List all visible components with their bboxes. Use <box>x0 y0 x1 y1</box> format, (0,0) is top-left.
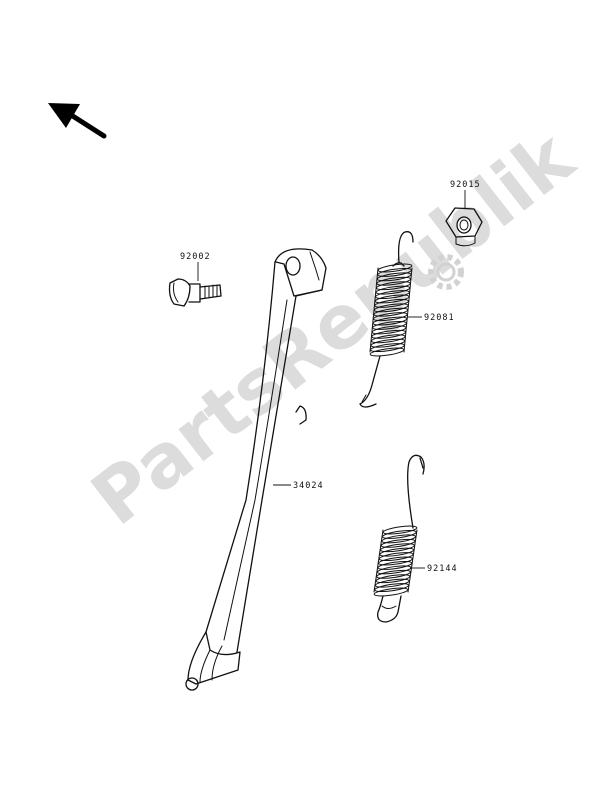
spring-icon-upper <box>359 231 414 408</box>
spring-coil <box>376 569 411 579</box>
spring-edge <box>369 267 379 353</box>
part-number-92002: 92002 <box>180 252 211 262</box>
spring-coil <box>380 538 416 548</box>
watermark: PartsRepublik <box>76 114 590 542</box>
spring-coil <box>380 543 415 553</box>
part-number-92015: 92015 <box>450 180 481 190</box>
spring-coil <box>374 578 410 588</box>
spring-coil <box>373 587 409 597</box>
spring-coil <box>378 556 413 566</box>
spring-coil <box>381 534 417 544</box>
spring-icon-lower <box>373 454 425 623</box>
part-number-34024: 34024 <box>293 481 324 491</box>
spring-edge <box>373 529 384 593</box>
spring-coil <box>375 574 411 584</box>
spring-coil <box>382 529 417 539</box>
spring-coil <box>377 560 413 570</box>
bolt-icon <box>168 278 222 307</box>
nut-icon <box>445 207 483 247</box>
part-number-92081: 92081 <box>424 313 455 323</box>
part-number-92144: 92144 <box>427 564 458 574</box>
front-direction-arrow-icon <box>48 103 107 139</box>
spring-coil <box>382 525 418 535</box>
side-stand-icon <box>185 248 327 691</box>
spring-coil <box>378 552 414 562</box>
spring-coil <box>376 565 412 575</box>
spring-edge <box>407 529 418 593</box>
watermark-gear-icon <box>428 254 464 290</box>
watermark-text: PartsRepublik <box>76 114 590 542</box>
spring-coil <box>374 583 409 593</box>
spring-edge <box>403 267 413 353</box>
spring-coil <box>379 547 415 557</box>
